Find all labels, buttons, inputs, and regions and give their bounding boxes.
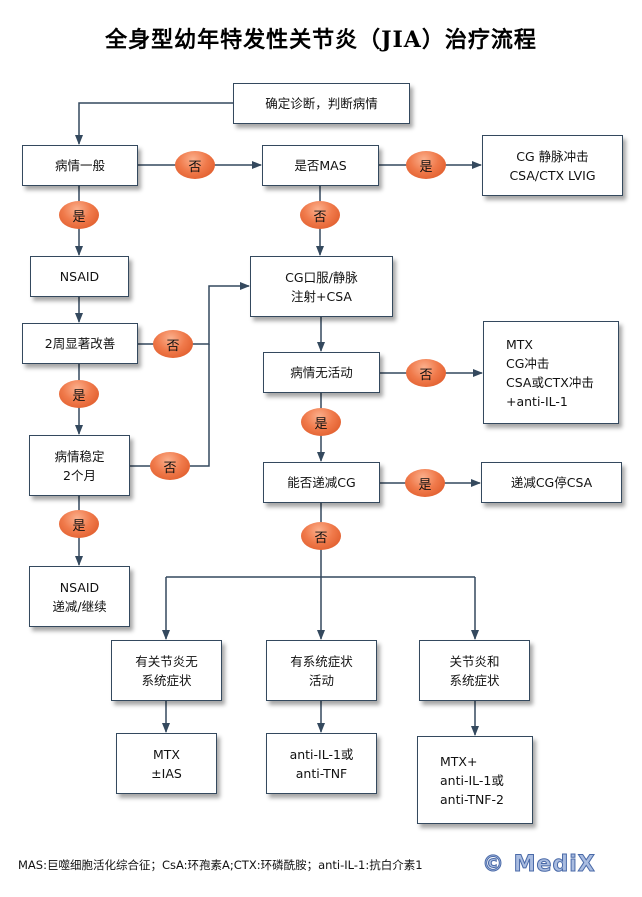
label-yes: 是: [406, 151, 446, 179]
arrow-diagnose-to-general: [75, 102, 233, 145]
label-yes: 是: [59, 380, 99, 408]
node-anti-il1-tnf: anti-IL-1或 anti-TNF: [266, 733, 377, 794]
arrow-stable-to-cgoral: [129, 344, 210, 467]
label-yes: 是: [301, 408, 341, 436]
node-systemic-active: 有系统症状 活动: [266, 640, 377, 701]
node-cg-pulse: CG 静脉冲击 CSA/CTX LVIG: [482, 135, 623, 196]
node-two-week-improve: 2周显著改善: [22, 323, 138, 364]
node-diagnose: 确定诊断，判断病情: [233, 83, 410, 124]
node-taper-cg: 能否递减CG: [263, 462, 380, 503]
label-no: 否: [175, 151, 215, 179]
node-mtx-pulse: MTX CG冲击 CSA或CTX冲击 +anti-IL-1: [483, 321, 619, 424]
label-yes: 是: [405, 469, 445, 497]
node-arthritis-no-systemic: 有关节炎无 系统症状: [111, 640, 222, 701]
page-title: 全身型幼年特发性关节炎（JIA）治疗流程: [105, 27, 537, 53]
node-arthritis-and-systemic: 关节炎和 系统症状: [419, 640, 530, 701]
node-nsaid: NSAID: [30, 256, 129, 297]
label-no: 否: [300, 201, 340, 229]
legend-text: MAS:巨噬细胞活化综合征；CsA:环孢素A;CTX:环磷酰胺；anti-IL-…: [18, 858, 423, 872]
node-taper-cg-stop-csa: 递减CG停CSA: [481, 462, 622, 503]
label-no: 否: [153, 330, 193, 358]
label-yes: 是: [59, 510, 99, 538]
node-is-mas: 是否MAS: [262, 145, 379, 186]
node-mtx-ias: MTX ±IAS: [116, 733, 217, 794]
label-no: 否: [406, 359, 446, 387]
label-yes: 是: [59, 201, 99, 229]
node-cg-oral: CG口服/静脉 注射+CSA: [250, 256, 393, 317]
node-no-activity: 病情无活动: [263, 352, 380, 393]
medix-logo: © MediX: [482, 852, 596, 878]
label-no: 否: [150, 452, 190, 480]
arrow-2week-to-cgoral: [137, 282, 250, 345]
node-nsaid-taper: NSAID 递减/继续: [29, 566, 130, 627]
label-no: 否: [301, 522, 341, 550]
node-mtx-anti: MTX+ anti-IL-1或 anti-TNF-2: [417, 736, 533, 824]
node-stable-2m: 病情稳定 2个月: [29, 435, 130, 496]
node-condition-general: 病情一般: [22, 145, 138, 186]
